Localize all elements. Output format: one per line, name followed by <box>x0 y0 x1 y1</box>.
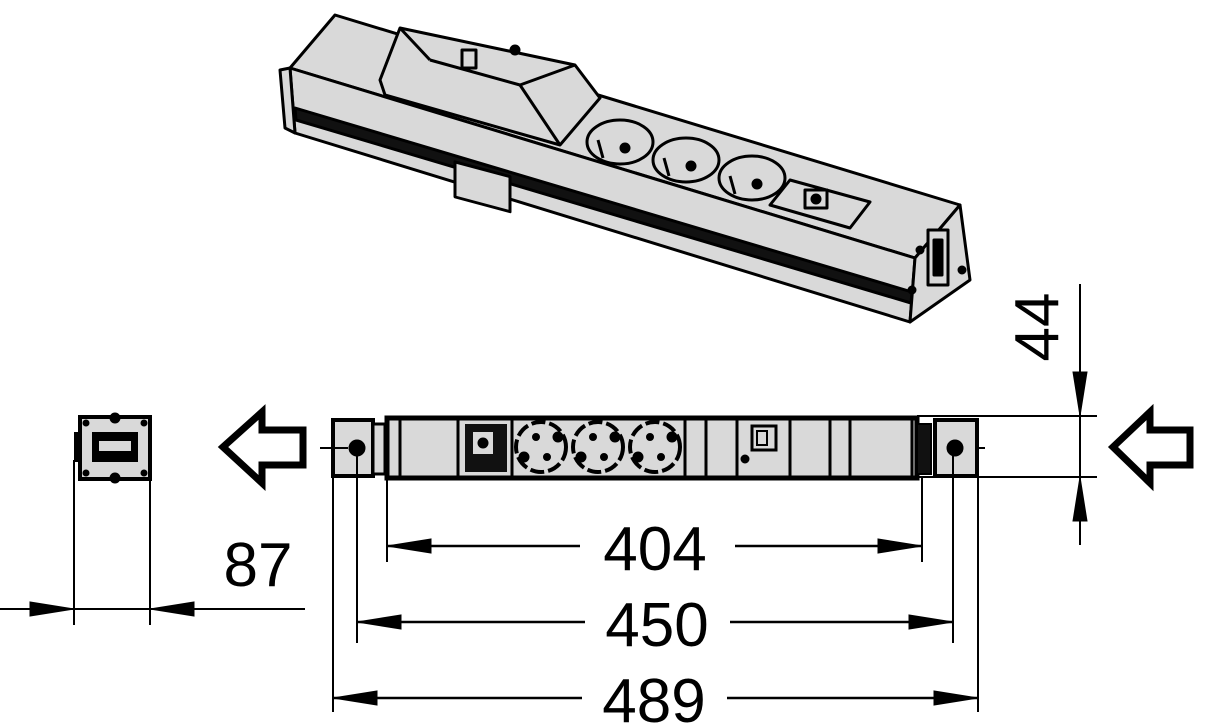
front-socket-3 <box>628 420 682 474</box>
end-view <box>0 412 305 625</box>
dimension-depth-label: 87 <box>224 531 293 600</box>
view-arrow-right-icon <box>1107 403 1194 492</box>
view-arrow-left-icon <box>217 404 307 491</box>
iso-socket-2 <box>651 136 721 184</box>
front-socket-2 <box>571 420 625 474</box>
dimension-height-label: 44 <box>1003 293 1072 362</box>
iso-socket-3 <box>717 154 787 202</box>
iso-socket-1 <box>585 118 655 166</box>
dimension-overall-length-label: 489 <box>602 667 705 727</box>
front-socket-1 <box>514 420 568 474</box>
isometric-view <box>278 13 972 324</box>
height-dimension <box>917 284 1097 545</box>
dimension-mounting-length-label: 450 <box>605 591 708 660</box>
front-view <box>320 415 985 712</box>
dimension-inner-length-label: 404 <box>603 515 706 584</box>
